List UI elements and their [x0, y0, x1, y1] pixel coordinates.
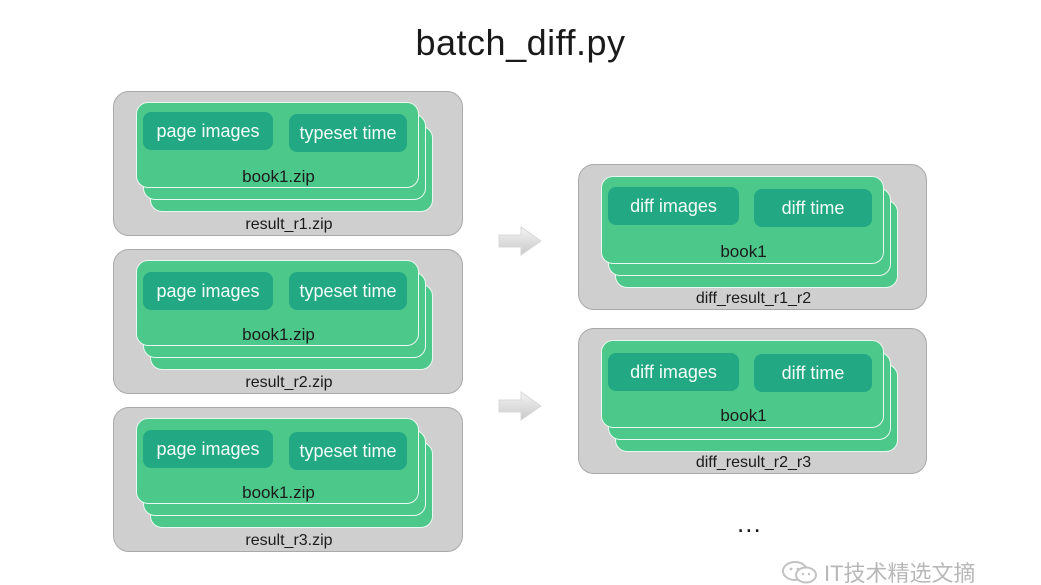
result-caption: result_r1.zip — [245, 216, 333, 233]
result-box-r2: page images typeset time book1.zip resul… — [113, 249, 463, 394]
diagram-title: batch_diff.py — [415, 22, 626, 63]
diff-layer-front: diff images diff time book1 — [601, 340, 884, 428]
inner-zip-label: book1.zip — [242, 483, 315, 502]
typeset-time-pill: typeset time — [289, 272, 407, 310]
diff-caption: diff_result_r1_r2 — [695, 290, 812, 307]
result-caption: result_r2.zip — [245, 374, 333, 391]
wechat-icon — [782, 561, 817, 584]
diff-images-pill: diff images — [608, 353, 739, 391]
watermark: IT技术精选文摘 — [780, 556, 976, 585]
diff-layer-front: diff images diff time book1 — [601, 176, 884, 264]
zip-layer-front: page images typeset time book1.zip — [136, 260, 419, 346]
right-arrow-icon — [498, 391, 542, 421]
typeset-time-pill: typeset time — [289, 432, 407, 470]
typeset-time-pill: typeset time — [289, 114, 407, 152]
inner-zip-label: book1.zip — [242, 325, 315, 344]
zip-layer-front: page images typeset time book1.zip — [136, 102, 419, 188]
diff-time-pill: diff time — [754, 354, 872, 392]
page-images-pill: page images — [143, 430, 273, 468]
page-images-pill: page images — [143, 112, 273, 150]
watermark-text: IT技术精选文摘 — [824, 561, 976, 585]
result-caption: result_r3.zip — [245, 532, 333, 549]
inner-book-label: book1 — [720, 242, 767, 261]
more-ellipsis: ... — [737, 508, 762, 538]
result-box-r1: page images typeset time book1.zip resul… — [113, 91, 463, 236]
diff-result-box-r2-r3: diff images diff time book1 diff_result_… — [578, 328, 927, 474]
zip-layer-front: page images typeset time book1.zip — [136, 418, 419, 504]
page-images-pill: page images — [143, 272, 273, 310]
diff-caption: diff_result_r2_r3 — [695, 454, 812, 471]
result-box-r3: page images typeset time book1.zip resul… — [113, 407, 463, 552]
diff-time-pill: diff time — [754, 189, 872, 227]
diff-images-pill: diff images — [608, 187, 739, 225]
inner-zip-label: book1.zip — [242, 167, 315, 186]
inner-book-label: book1 — [720, 406, 767, 425]
diff-result-box-r1-r2: diff images diff time book1 diff_result_… — [578, 164, 927, 310]
right-arrow-icon — [498, 226, 542, 256]
